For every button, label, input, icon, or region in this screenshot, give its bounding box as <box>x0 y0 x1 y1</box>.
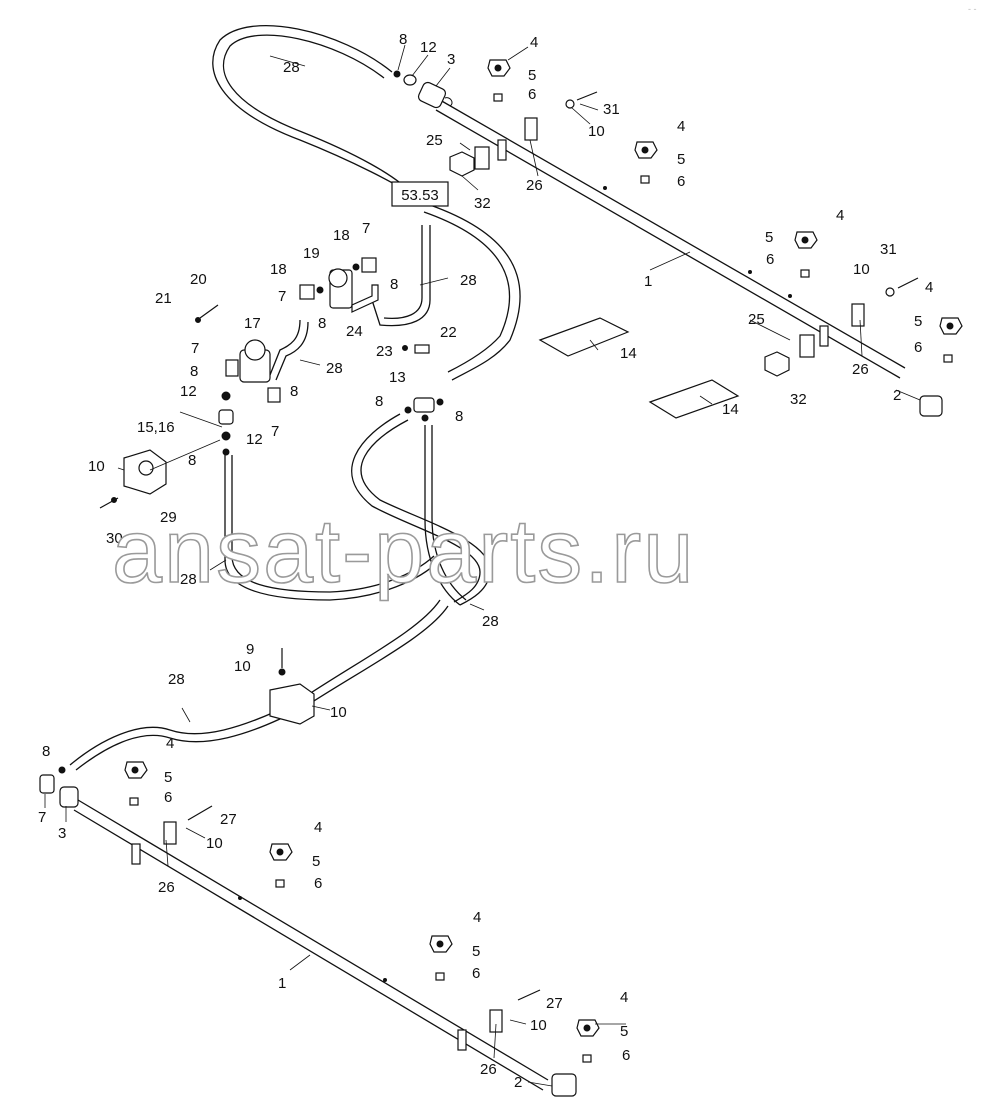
callout: 4 <box>530 34 538 51</box>
callout: 17 <box>244 315 261 332</box>
callout: 25 <box>748 311 765 328</box>
callout: 28 <box>168 671 185 688</box>
callout: 6 <box>914 339 922 356</box>
callout: 14 <box>722 401 739 418</box>
callout: 6 <box>677 173 685 190</box>
callout: 6 <box>472 965 480 982</box>
callout: 15,16 <box>137 419 175 436</box>
callout: 18 <box>270 261 287 278</box>
callout: 8 <box>188 452 196 469</box>
callout: 10 <box>206 835 223 852</box>
callout: 5 <box>164 769 172 786</box>
callout: 21 <box>155 290 172 307</box>
callout: 4 <box>925 279 933 296</box>
callout: 6 <box>528 86 536 103</box>
callout: 30 <box>106 530 123 547</box>
callout: 28 <box>326 360 343 377</box>
callout: 24 <box>346 323 363 340</box>
callout: 12 <box>420 39 437 56</box>
callout: 18 <box>333 227 350 244</box>
callout: 7 <box>271 423 279 440</box>
callout: 8 <box>390 276 398 293</box>
callout: 4 <box>836 207 844 224</box>
callout: 7 <box>38 809 46 826</box>
callout: 7 <box>278 288 286 305</box>
callout: 4 <box>314 819 322 836</box>
callout: 6 <box>766 251 774 268</box>
callout: 14 <box>620 345 637 362</box>
callout: 8 <box>318 315 326 332</box>
callout: 20 <box>190 271 207 288</box>
callout: 4 <box>166 735 174 752</box>
callout: 28 <box>482 613 499 630</box>
callout: 31 <box>880 241 897 258</box>
callout: 25 <box>426 132 443 149</box>
callout: 12 <box>180 383 197 400</box>
fittings <box>39 59 963 1097</box>
callout: 6 <box>314 875 322 892</box>
callout: 8 <box>290 383 298 400</box>
callout: 3 <box>447 51 455 68</box>
callout: 7 <box>362 220 370 237</box>
callout: 28 <box>460 272 477 289</box>
callout: 10 <box>853 261 870 278</box>
callout: 10 <box>530 1017 547 1034</box>
callout: 27 <box>220 811 237 828</box>
callout: 32 <box>474 195 491 212</box>
callout: 28 <box>180 571 197 588</box>
callout: 13 <box>389 369 406 386</box>
callout: 28 <box>283 59 300 76</box>
callout: 5 <box>528 67 536 84</box>
callout: 8 <box>455 408 463 425</box>
callout: 7 <box>191 340 199 357</box>
reference-tag[interactable]: 53.53 <box>391 181 449 207</box>
callout: 31 <box>603 101 620 118</box>
callout: 10 <box>88 458 105 475</box>
callout: 1 <box>278 975 286 992</box>
callout: 4 <box>677 118 685 135</box>
callout: 10 <box>330 704 347 721</box>
callout: 22 <box>440 324 457 341</box>
watermark: ansat-parts.ru <box>112 502 695 602</box>
callout: 26 <box>526 177 543 194</box>
hose-lines <box>69 24 521 771</box>
callout: 32 <box>790 391 807 408</box>
callout-labels: 28 8 12 3 4 5 6 31 10 25 32 26 4 5 6 7 1… <box>38 31 933 1091</box>
callout: 3 <box>58 825 66 842</box>
callout: 10 <box>234 658 251 675</box>
callout: 5 <box>914 313 922 330</box>
callout: 9 <box>246 641 254 658</box>
callout: 26 <box>158 879 175 896</box>
callout: 27 <box>546 995 563 1012</box>
corner-mark: - - <box>968 4 977 14</box>
callout: 2 <box>514 1074 522 1091</box>
callout: 1 <box>644 273 652 290</box>
callout: 10 <box>588 123 605 140</box>
callout: 12 <box>246 431 263 448</box>
callout: 6 <box>164 789 172 806</box>
callout: 5 <box>677 151 685 168</box>
callout: 26 <box>852 361 869 378</box>
callout: 5 <box>765 229 773 246</box>
callout: 6 <box>622 1047 630 1064</box>
callout: 29 <box>160 509 177 526</box>
callout: 4 <box>473 909 481 926</box>
reference-tag-text: 53.53 <box>401 187 439 204</box>
callout: 8 <box>375 393 383 410</box>
callout: 5 <box>472 943 480 960</box>
leader-lines <box>44 44 921 1087</box>
callout: 8 <box>190 363 198 380</box>
callout: 5 <box>312 853 320 870</box>
callout: 19 <box>303 245 320 262</box>
callout: 8 <box>399 31 407 48</box>
callout: 23 <box>376 343 393 360</box>
callout: 26 <box>480 1061 497 1078</box>
callout: 5 <box>620 1023 628 1040</box>
callout: 8 <box>42 743 50 760</box>
callout: 4 <box>620 989 628 1006</box>
callout: 2 <box>893 387 901 404</box>
